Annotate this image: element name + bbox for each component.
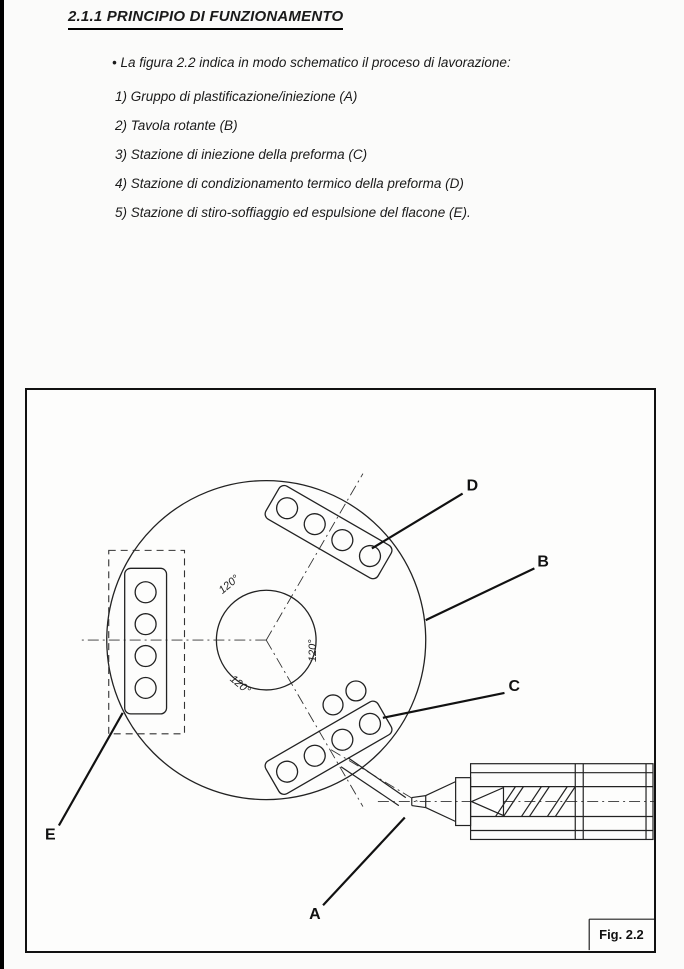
scan-edge-artifact — [0, 0, 4, 969]
label-a: A — [309, 906, 321, 923]
leader-a — [322, 816, 406, 906]
angle-label-right: 120° — [307, 639, 319, 662]
list-item-a: 1) Gruppo di plastificazione/iniezione (… — [115, 89, 358, 104]
centerlines — [78, 473, 654, 807]
blow-station-outline — [108, 549, 186, 735]
figure-2-2: D B C E A 120° 120° 120° Fig. 2.2 — [25, 388, 656, 953]
label-d: D — [467, 478, 479, 495]
station-d — [264, 484, 393, 580]
figure-caption: Fig. 2.2 — [599, 927, 644, 942]
leader-b — [425, 567, 535, 622]
station-e — [124, 567, 168, 715]
leader-e — [57, 712, 124, 827]
leader-lines — [57, 492, 535, 906]
list-item-e: 5) Stazione di stiro-soffiaggio ed espul… — [115, 205, 471, 220]
angle-label-bottom: 120° — [227, 673, 253, 697]
injection-unit — [340, 757, 654, 841]
station-c — [264, 700, 393, 796]
table-cavities — [322, 680, 367, 716]
caption-block — [588, 918, 654, 951]
leader-c — [382, 691, 505, 719]
list-item-c: 3) Stazione di iniezione della preforma … — [115, 147, 368, 162]
section-heading: 2.1.1 PRINCIPIO DI FUNZIONAMENTO — [68, 8, 344, 30]
label-c: C — [508, 678, 520, 695]
leader-d — [371, 492, 464, 550]
list-item-b: 2) Tavola rotante (B) — [115, 118, 238, 133]
list-item-d: 4) Stazione di condizionamento termico d… — [115, 176, 464, 191]
schematic-drawing: D B C E A 120° 120° 120° Fig. 2.2 — [45, 473, 654, 951]
label-b: B — [537, 553, 549, 570]
label-e: E — [45, 826, 56, 843]
angle-label-top: 120° — [217, 572, 243, 596]
intro-bullet: • La figura 2.2 indica in modo schematic… — [112, 55, 511, 70]
process-list: 1) Gruppo di plastificazione/iniezione (… — [115, 90, 471, 235]
